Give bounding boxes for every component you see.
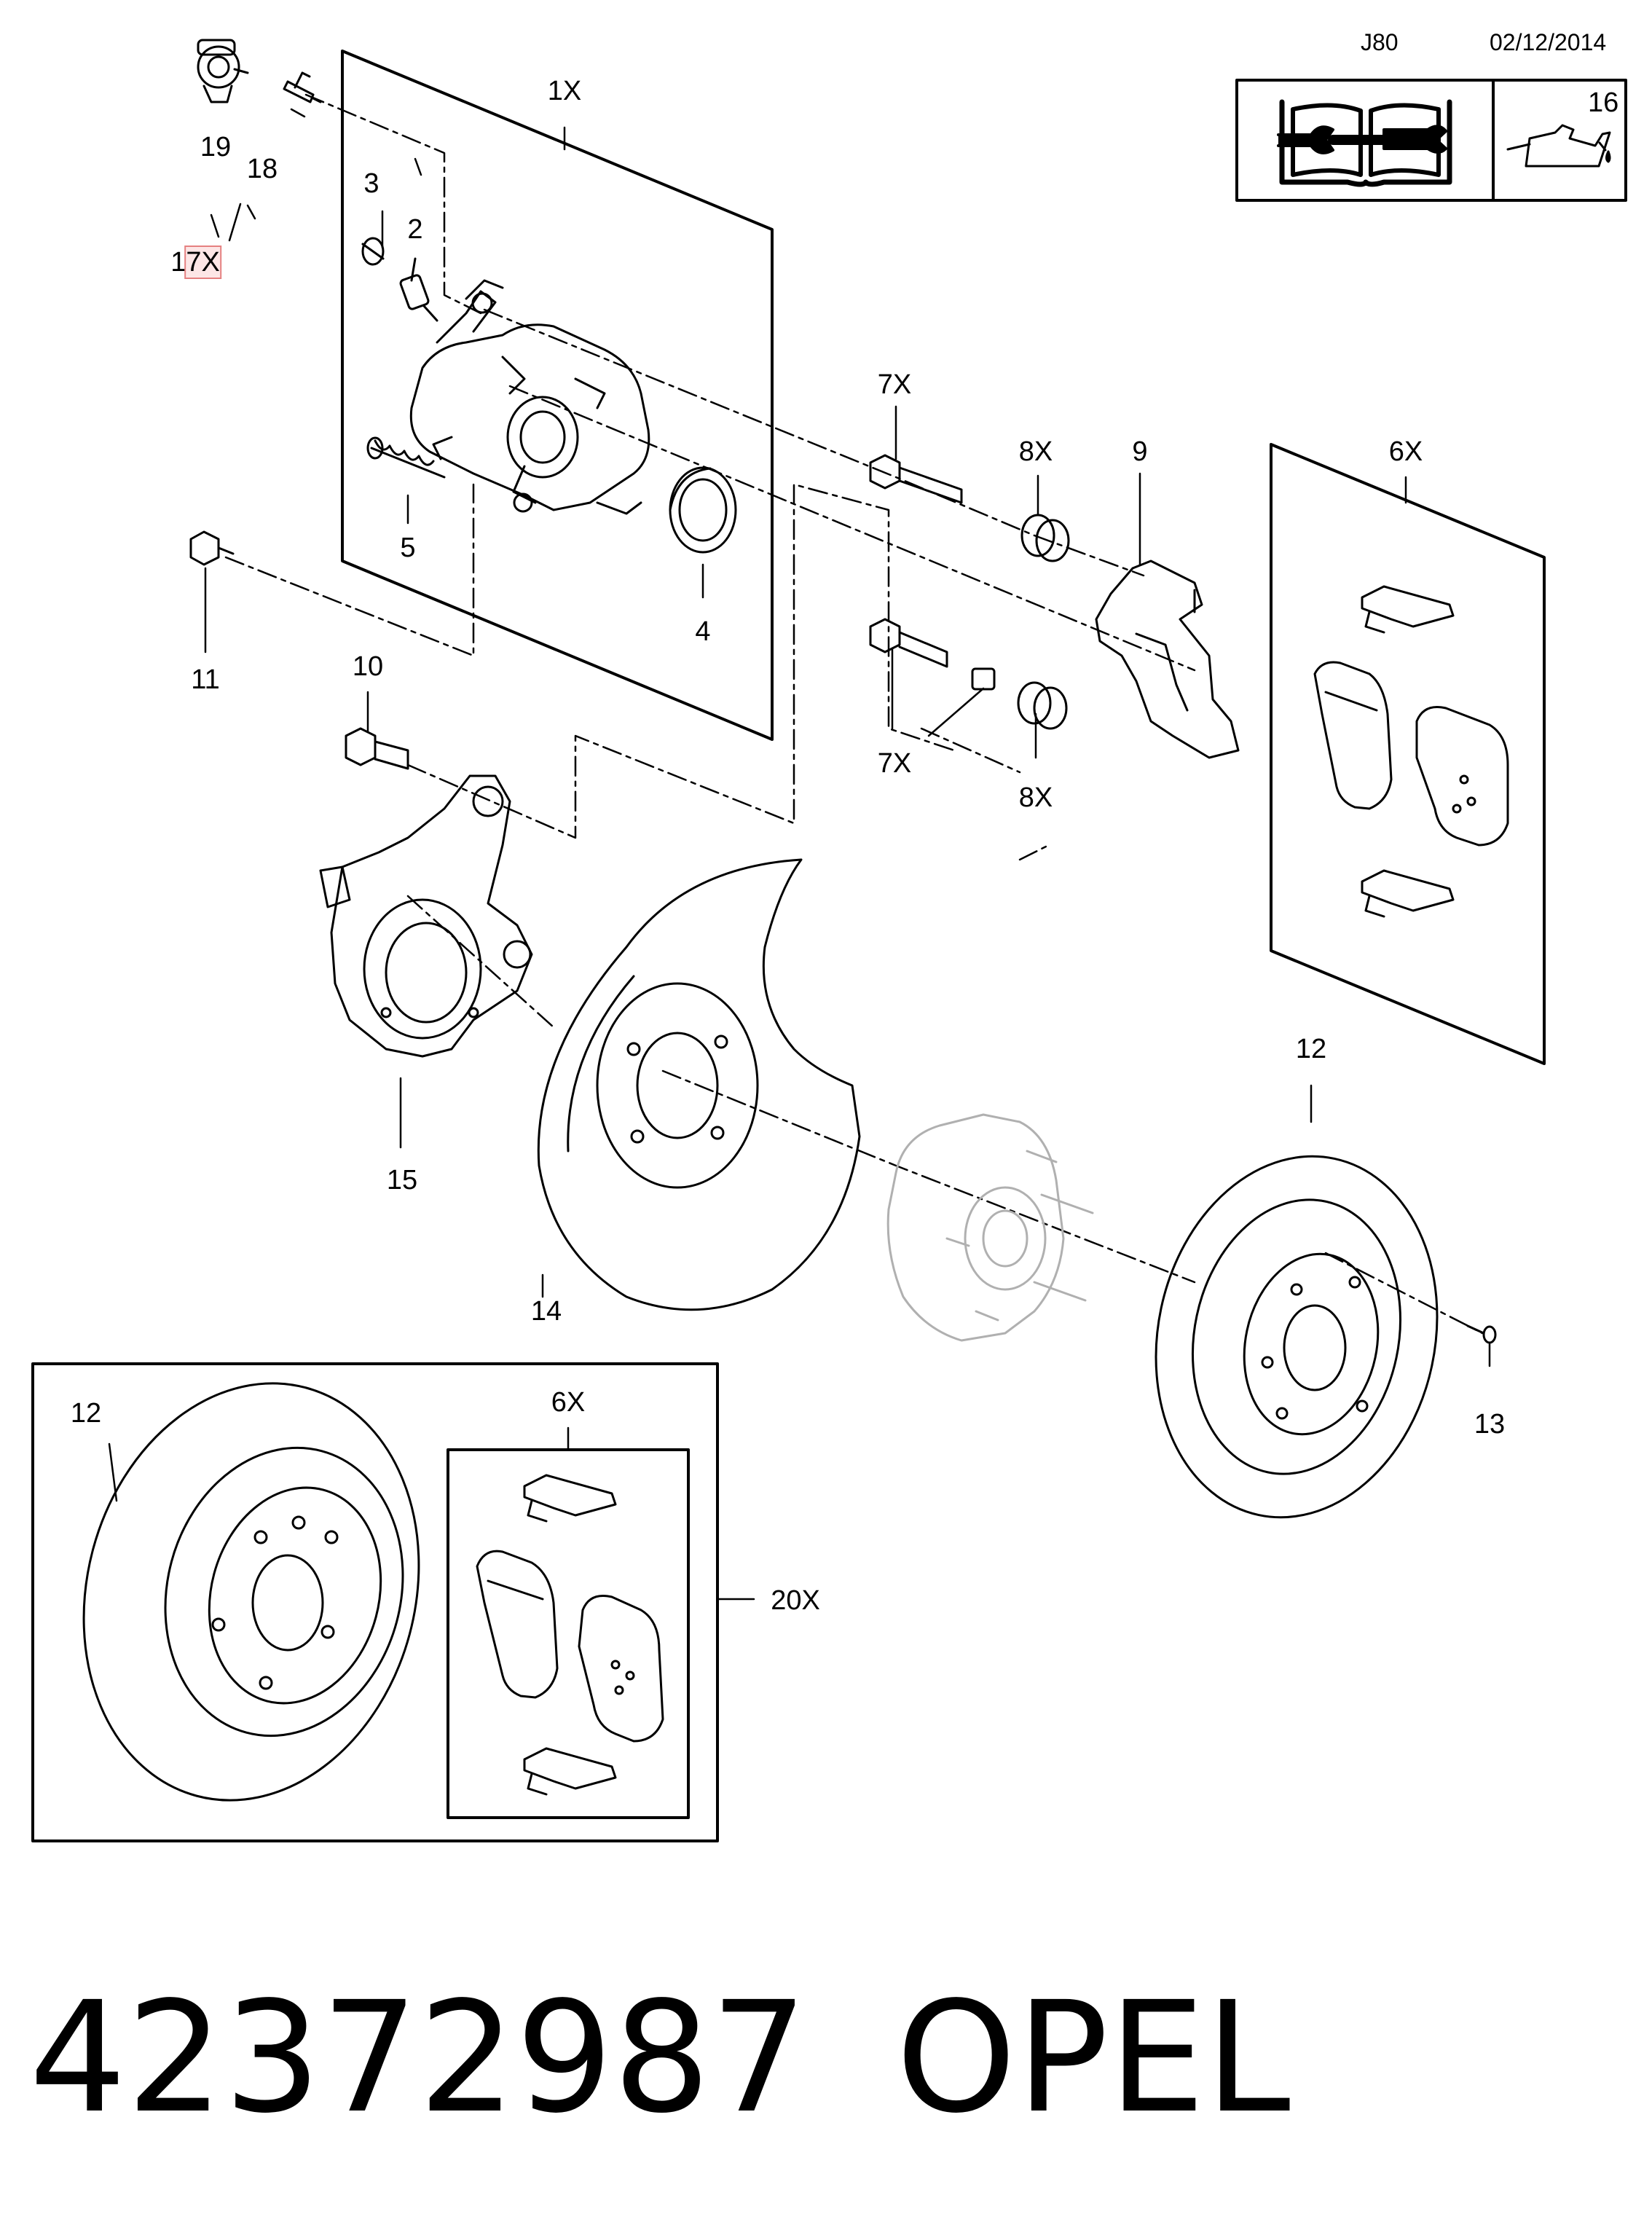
pad-kit-panel xyxy=(1270,443,1546,1065)
caliper-bracket-9 xyxy=(1095,560,1240,759)
callout-1X: 1X xyxy=(547,76,582,106)
brake-pad-outer-top xyxy=(1415,706,1509,847)
guide-boot-8X-top xyxy=(1020,514,1070,562)
callout-17X: 17X xyxy=(170,246,221,279)
callout-7X-top: 7X xyxy=(877,369,912,400)
callout-18: 18 xyxy=(246,154,278,184)
bolt-11 xyxy=(189,530,235,566)
brand-name: OPEL xyxy=(896,1968,1291,2147)
bleeder-cap-19 xyxy=(197,39,249,103)
diagram-date: 02/12/2014 xyxy=(1490,29,1607,55)
guide-pin-7X-top xyxy=(869,454,963,504)
leader-lines xyxy=(108,108,1491,1601)
assembly-lines xyxy=(224,93,1484,1335)
group-code: J80 xyxy=(1361,29,1399,55)
callout-2: 2 xyxy=(407,214,423,245)
callout-13: 13 xyxy=(1474,1409,1506,1440)
bleeder-screw-18 xyxy=(283,71,322,103)
callout-11: 11 xyxy=(191,664,220,695)
callout-15: 15 xyxy=(386,1165,418,1195)
kit-brake-pad-inner xyxy=(476,1550,559,1699)
callout-9: 9 xyxy=(1132,436,1148,467)
callout-17X-prefix: 1 xyxy=(170,247,186,278)
callout-8X-top: 8X xyxy=(1018,436,1053,467)
steering-knuckle-15 xyxy=(319,774,533,1058)
kit-brake-pad-outer xyxy=(578,1595,664,1743)
callout-5: 5 xyxy=(400,533,416,563)
guide-pin-7X-bottom xyxy=(869,618,996,691)
callout-12-main: 12 xyxy=(1295,1034,1327,1064)
guide-boot-8X-bottom xyxy=(1017,681,1068,730)
callout-10: 10 xyxy=(352,651,384,682)
kit-pad-clip-bottom xyxy=(523,1747,617,1796)
spring-5 xyxy=(366,436,446,479)
service-manual-book-wrench-icon xyxy=(1277,99,1452,187)
callout-12-kit: 12 xyxy=(70,1398,102,1429)
brake-pad-inner-top xyxy=(1313,661,1393,810)
callout-17X-highlighted: 7X xyxy=(184,246,221,279)
brake-kit-frame xyxy=(31,1362,719,1842)
dust-shield-14 xyxy=(537,858,861,1311)
callout-14: 14 xyxy=(530,1296,562,1327)
brake-disc-12-main xyxy=(1155,1155,1439,1519)
pad-clip-bottom xyxy=(1361,869,1455,918)
callout-4: 4 xyxy=(695,616,711,647)
bleeder-valve-2 xyxy=(399,257,438,322)
part-number: 42372987 xyxy=(29,1968,808,2147)
piston-seal-4 xyxy=(669,466,737,554)
screw-13 xyxy=(1466,1324,1497,1344)
service-symbol-box xyxy=(1235,79,1627,202)
callout-7X-bottom: 7X xyxy=(877,748,912,779)
callout-19: 19 xyxy=(200,132,232,162)
callout-6X-kit: 6X xyxy=(551,1387,586,1418)
callout-6X-panel: 6X xyxy=(1388,436,1423,467)
wheel-hub xyxy=(886,1113,1094,1342)
bolt-10 xyxy=(345,727,409,770)
dust-cap-3 xyxy=(361,237,385,266)
pad-kit-subframe xyxy=(447,1448,690,1819)
kit-pad-clip-top xyxy=(523,1474,617,1523)
lubricant-oil-can-icon xyxy=(1506,124,1611,168)
pad-clip-top xyxy=(1361,585,1455,634)
callout-20X: 20X xyxy=(771,1585,820,1616)
brake-disc-12-kit xyxy=(82,1382,420,1802)
caliper-kit-panel xyxy=(341,50,774,741)
caliper-body xyxy=(409,279,650,515)
symbol-number: 16 xyxy=(1588,87,1619,118)
callout-8X-bottom: 8X xyxy=(1018,782,1053,813)
callout-3: 3 xyxy=(363,168,379,199)
